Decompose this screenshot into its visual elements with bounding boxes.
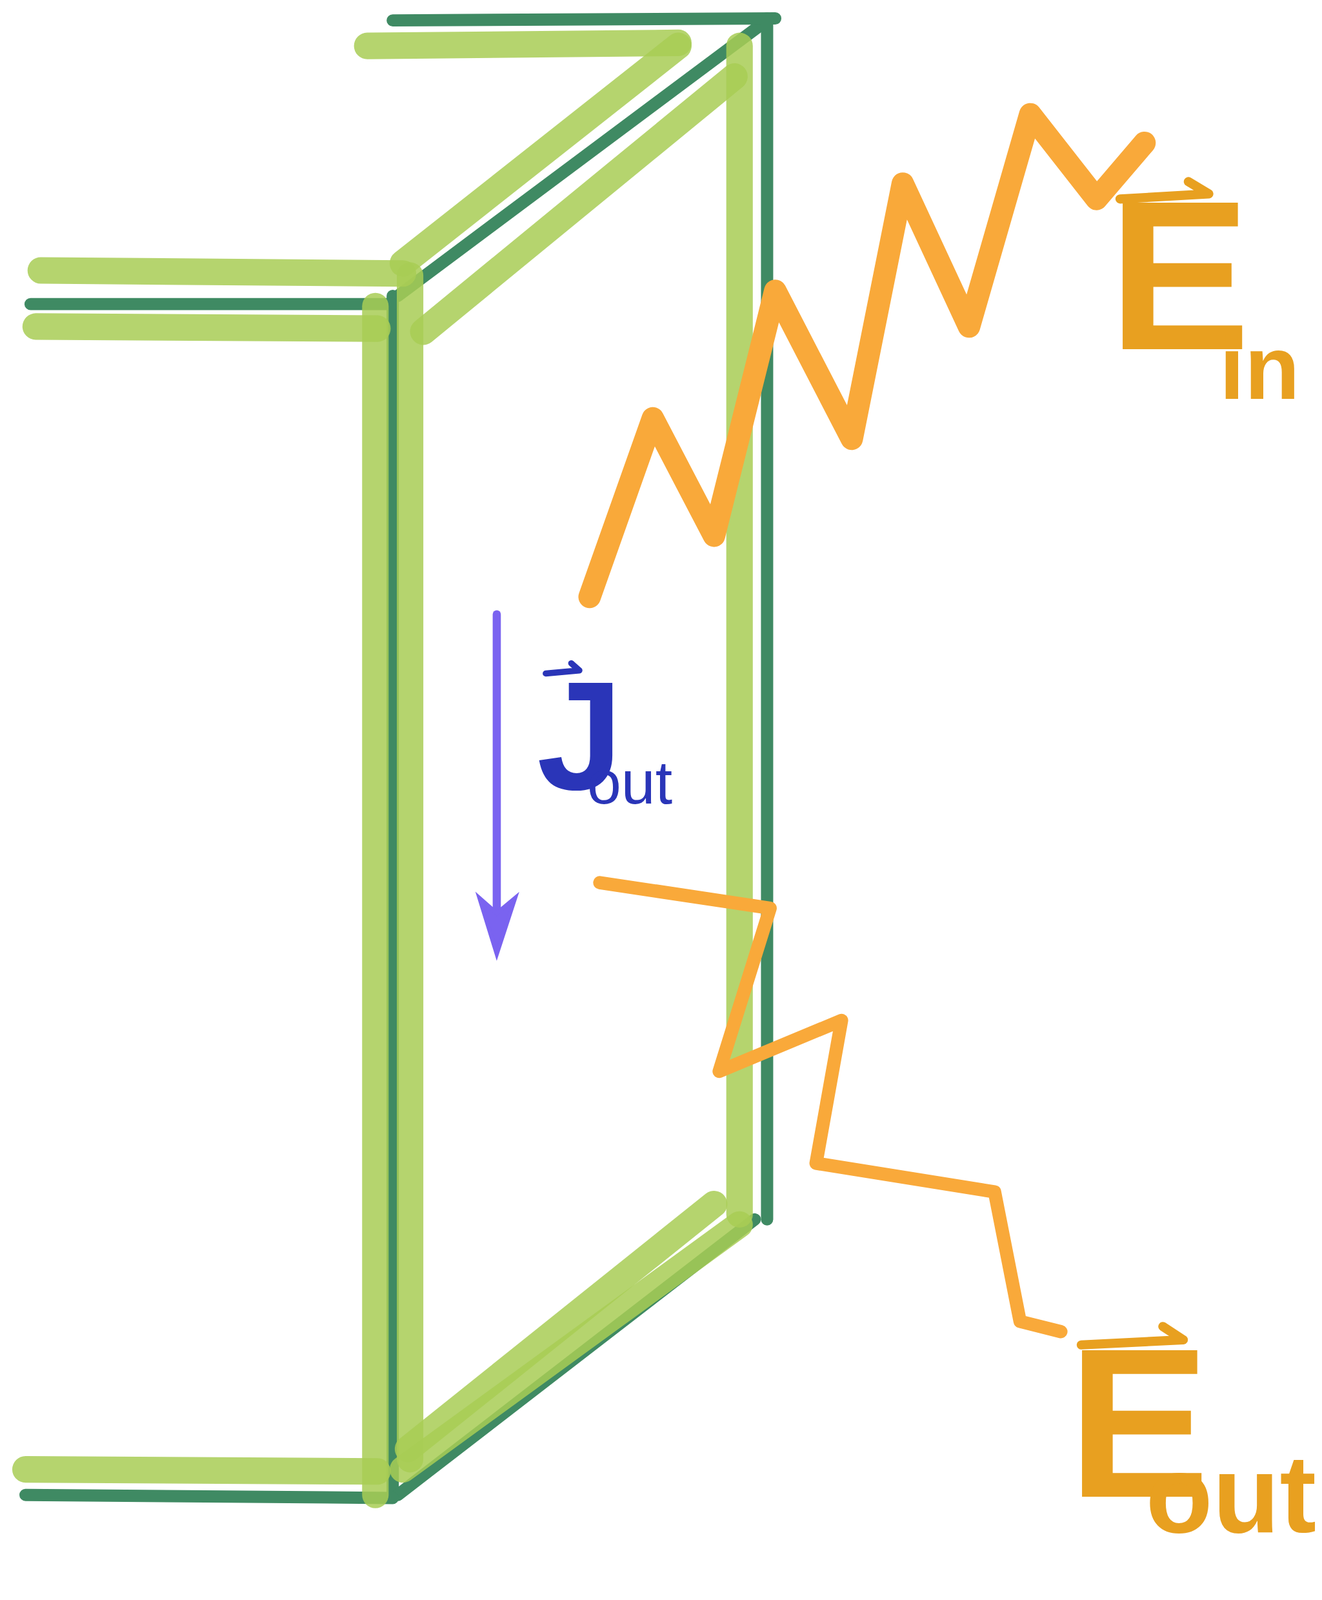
- current-arrow: [492, 614, 502, 934]
- frame-highlight: [25, 42, 741, 1495]
- field-subscript: in: [1219, 322, 1300, 413]
- current-subscript: out: [587, 751, 673, 813]
- outgoing-wave: [600, 882, 1062, 1332]
- frame-edge: [25, 18, 776, 1497]
- field-subscript: out: [1145, 1438, 1317, 1549]
- current-arrowhead: [479, 897, 515, 954]
- incoming-wave: [589, 114, 1145, 597]
